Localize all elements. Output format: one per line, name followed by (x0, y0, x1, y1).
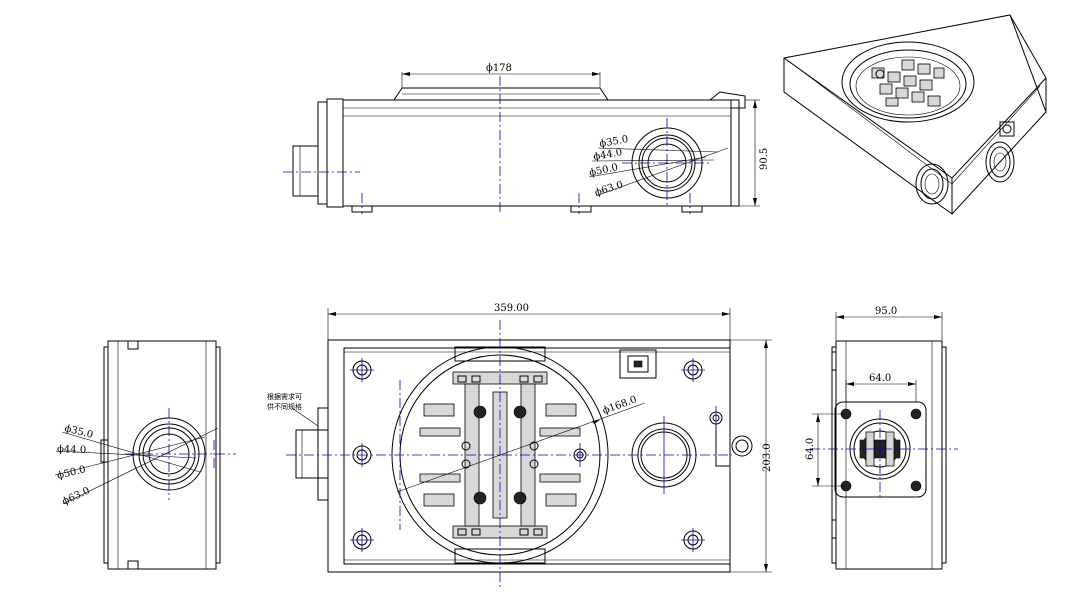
left-side-view: ϕ35.0 ϕ44.0 ϕ50.0 ϕ63.0 (54, 340, 236, 570)
left-hole-dim-2: ϕ44.0 (57, 444, 86, 456)
front-height-dim: 90.5 (759, 148, 770, 170)
left-hole-dim-3: ϕ50.0 (56, 464, 87, 482)
front-hole-dim-1: ϕ35.0 (599, 134, 630, 150)
left-hole-dim-4: ϕ63.0 (61, 485, 92, 507)
right-plate-h-dim: 64.0 (805, 438, 816, 460)
top-note-line-2: 供不同规格 (267, 402, 302, 411)
right-plate-w-dim: 64.0 (869, 373, 891, 384)
front-top-dim: ϕ178 (486, 63, 512, 74)
top-ring-dim: ϕ168.0 (601, 394, 638, 416)
left-hole-dim-1: ϕ35.0 (63, 423, 94, 441)
isometric-view (783, 14, 1047, 215)
right-side-view: 95.0 64.0 64.0 (805, 306, 958, 570)
front-hole-dim-2: ϕ44.0 (593, 147, 624, 163)
top-width-dim: 359.00 (494, 303, 529, 314)
top-height-dim: 203.0 (762, 443, 773, 472)
right-width-dim: 95.0 (875, 306, 897, 317)
top-note-line-1: 根据需求可 (267, 392, 302, 401)
front-hole-dim-4: ϕ63.0 (594, 179, 625, 198)
front-hole-dim-3: ϕ50.0 (588, 162, 619, 179)
front-view: ϕ178 90.5 ϕ35.0 ϕ44.0 ϕ50.0 ϕ63.0 (283, 63, 770, 215)
top-view: 根据需求可 供不同规格 (267, 303, 773, 590)
